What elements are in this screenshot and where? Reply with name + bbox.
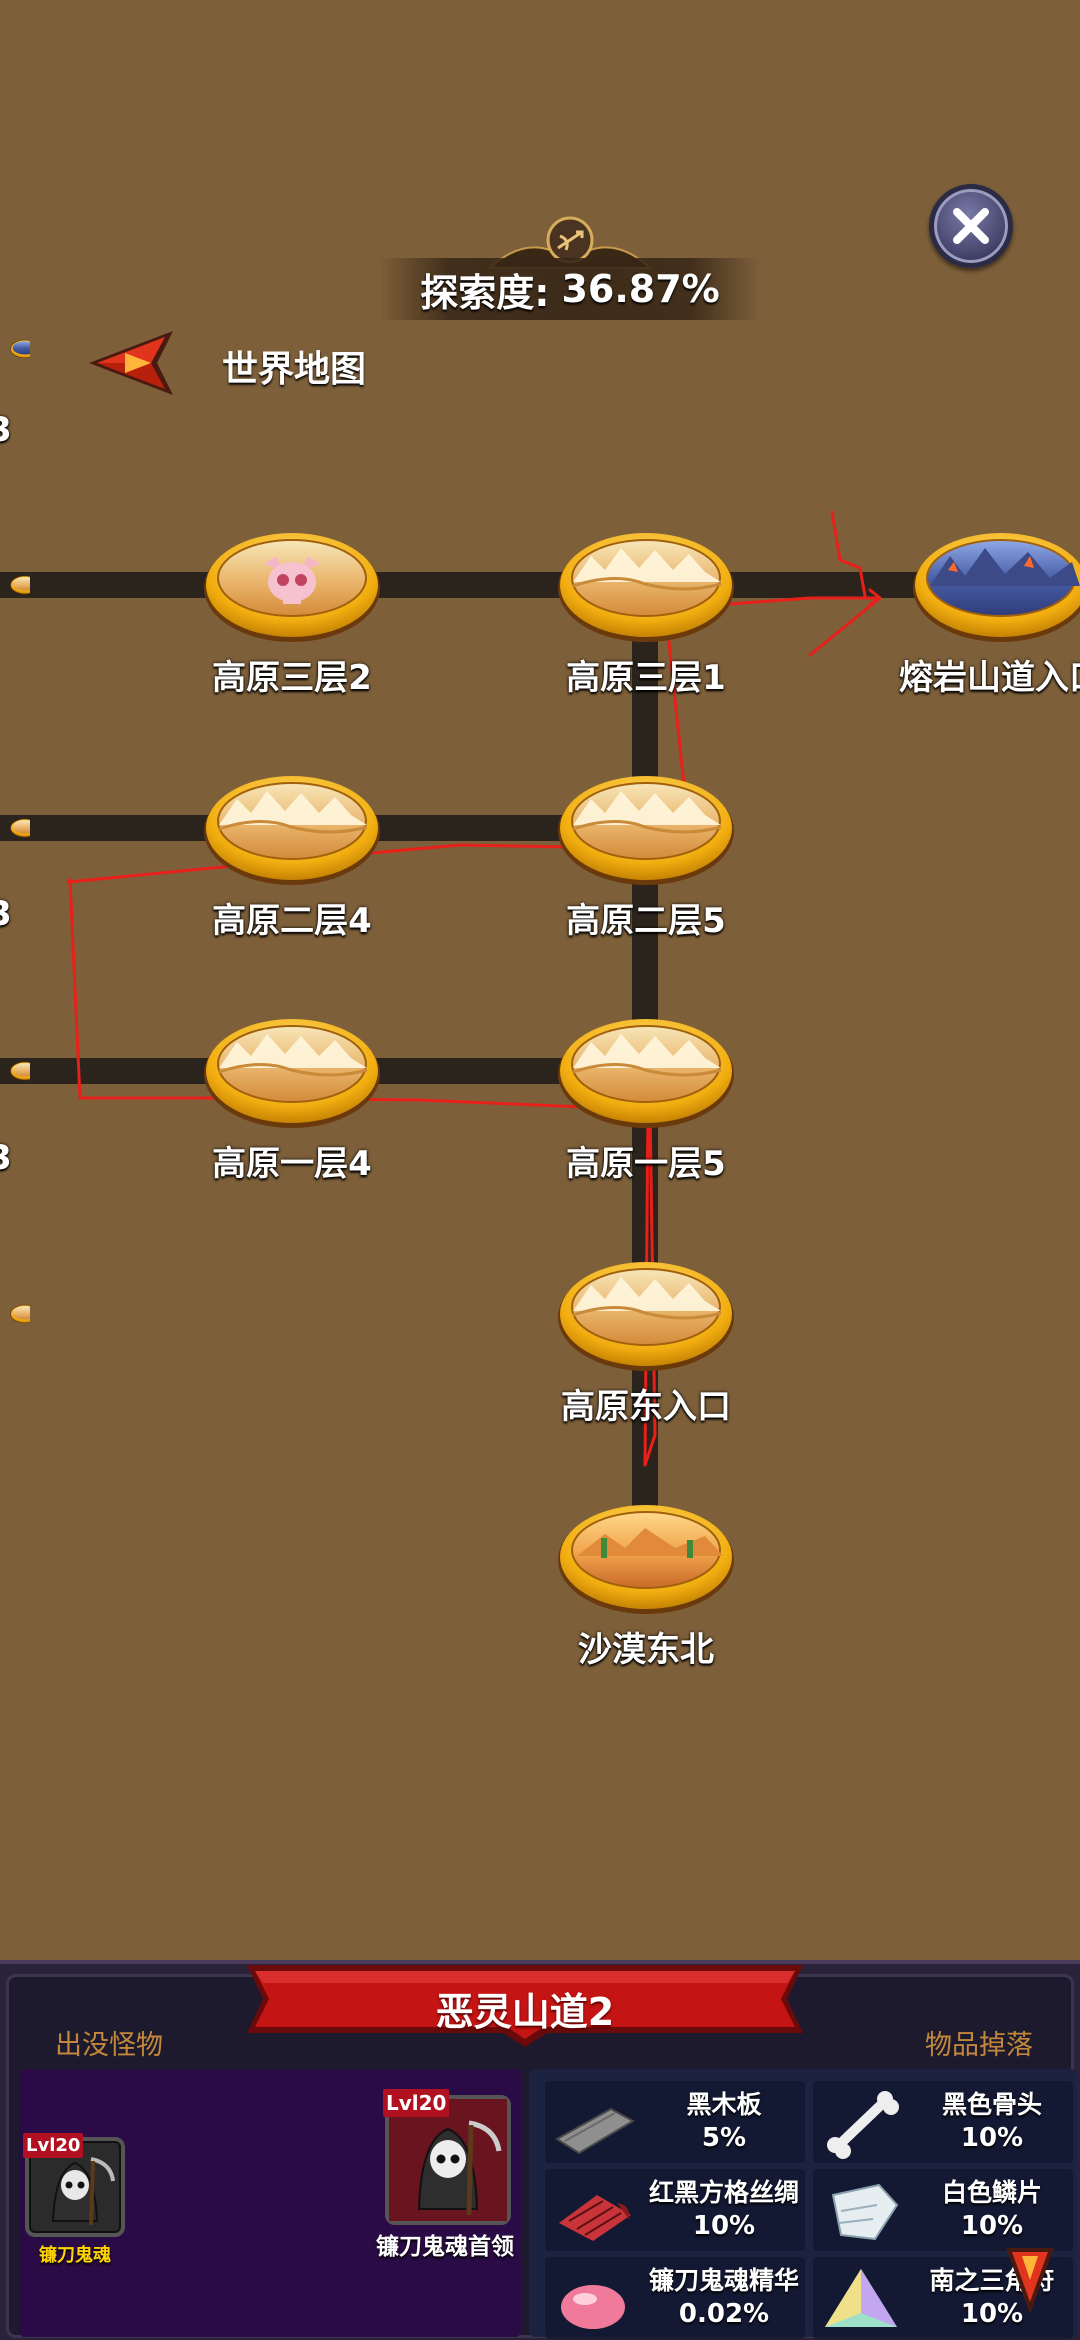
skull-icon [263,556,321,604]
triangle-icon [825,2269,897,2327]
monster-list: Lvl20 镰刀鬼魂 Lvl20 镰刀鬼魂首领 [19,2069,521,2337]
exploration-panel: 探索度: 36.87% [380,210,760,320]
drop-rate: 10% [692,2211,756,2241]
map-node-label: 高原东入口 [561,1387,731,1427]
crest-icon [487,216,653,269]
map-node-label: 高原二层5 [566,901,726,941]
partial-node-label: 3 [0,1138,130,1178]
drop-name: 镰刀鬼魂精华 [648,2266,799,2295]
drop-rate: 5% [701,2123,747,2153]
partial-node[interactable] [0,526,30,644]
monster-card[interactable]: Lvl20 镰刀鬼魂 [23,2109,125,2266]
partial-node[interactable] [0,1255,30,1373]
plank-icon [555,2107,635,2155]
map-node-gaoyuan-2-5[interactable] [555,769,737,887]
map-node-label: 高原一层5 [566,1144,726,1184]
drop-rate: 10% [960,2123,1024,2153]
map-node-shamo-dongbei[interactable] [555,1498,737,1616]
boss-name: 镰刀鬼魂首领 [376,2234,514,2260]
drop-rate: 0.02% [678,2299,770,2329]
drop-rate: 10% [960,2211,1024,2241]
drop-item[interactable]: 白色鳞片 10% [813,2169,1073,2251]
reaper-boss-icon [389,2099,507,2221]
map-node-label: 高原二层4 [212,901,372,941]
partial-node-label: 3 [0,410,130,450]
back-arrow-icon[interactable] [85,325,180,400]
partial-node-label: 3 [0,894,130,934]
drop-item[interactable]: 镰刀鬼魂精华 0.02% [545,2257,805,2339]
monster-name: 镰刀鬼魂 [39,2245,111,2266]
map-node-label: 高原三层2 [212,658,372,698]
boss-card[interactable]: Lvl20 镰刀鬼魂首领 [371,2069,514,2337]
monster-level: Lvl20 [23,2133,84,2158]
map-node-gaoyuan-1-4[interactable] [201,1012,383,1130]
map-node-label: 熔岩山道入口 [899,658,1080,698]
drop-name: 黑木板 [686,2090,762,2119]
drop-name: 红黑方格丝绸 [648,2178,799,2207]
map-node-label: 高原三层1 [566,658,726,698]
exploration-value: 36.87% [561,267,720,311]
monsters-section-label: 出没怪物 [55,2030,163,2061]
boss-level: Lvl20 [383,2089,450,2117]
bone-icon [827,2091,899,2159]
close-button[interactable] [929,184,1013,268]
gem-marker-icon [1006,2248,1054,2314]
title-banner [247,1965,803,2047]
map-node-gaoyuan-2-4[interactable] [201,769,383,887]
close-icon [953,208,989,244]
drop-item[interactable]: 黑色骨头 10% [813,2081,1073,2163]
partial-node[interactable] [0,290,30,408]
panel-frame: 恶灵山道2 出没怪物 物品掉落 Lvl20 镰刀鬼魂 [6,1965,1077,2339]
drop-name: 黑色骨头 [941,2090,1042,2119]
scale-icon [831,2183,899,2241]
drop-name: 白色鳞片 [941,2178,1042,2207]
drop-item[interactable]: 红黑方格丝绸 10% [545,2169,805,2251]
location-title: 恶灵山道2 [435,1989,615,2034]
map-node-gaoyuan-3-1[interactable] [555,526,737,644]
map-node-label: 沙漠东北 [578,1630,714,1670]
map-node-label: 高原一层4 [212,1144,372,1184]
reaper-icon [51,2157,115,2226]
partial-node[interactable] [0,1012,30,1130]
drop-rate: 10% [960,2299,1024,2329]
map-node-gaoyuan-east[interactable] [555,1255,737,1373]
map-node-gaoyuan-3-2[interactable] [201,526,383,644]
exploration-bar: 探索度: 36.87% [380,258,760,320]
map-node-gaoyuan-1-5[interactable] [555,1012,737,1130]
drops-section-label: 物品掉落 [925,2030,1033,2061]
world-map-label[interactable]: 世界地图 [222,349,367,390]
exploration-label: 探索度: [420,270,550,315]
silk-icon [559,2195,631,2241]
location-info-panel: 恶灵山道2 出没怪物 物品掉落 Lvl20 镰刀鬼魂 [0,1960,1080,2340]
partial-node[interactable] [0,769,30,887]
essence-icon [561,2285,625,2329]
drop-item[interactable]: 黑木板 5% [545,2081,805,2163]
map-node-rongyan[interactable] [910,526,1080,644]
